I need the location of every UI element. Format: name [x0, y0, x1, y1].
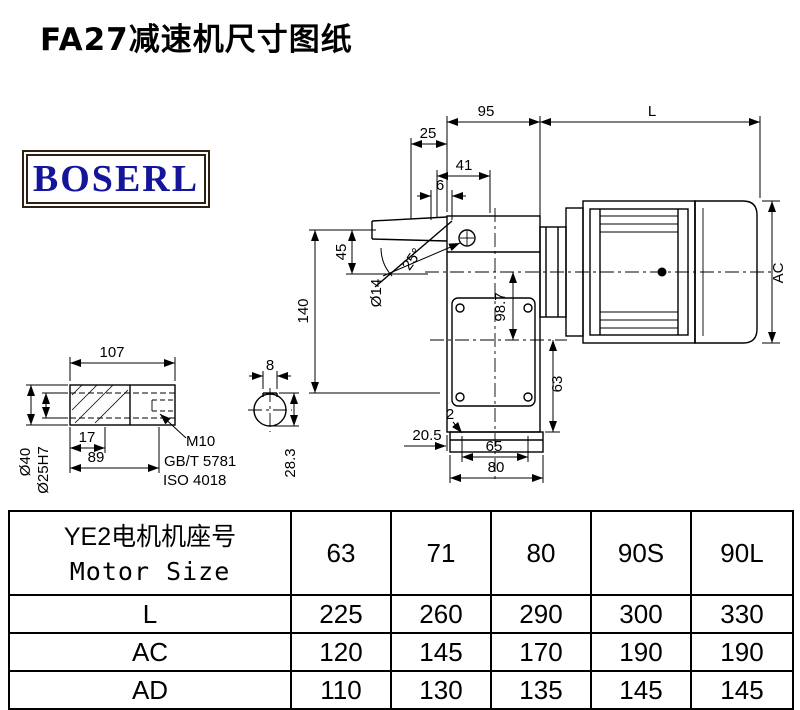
dim-17: 17: [79, 429, 96, 446]
label-gbt5781: GB/T 5781: [164, 453, 236, 470]
table-row-AC: AC 120 145 170 190 190: [8, 632, 794, 672]
dimension-drawing: 95 L 25 41 6 45 140 Ø14 25° 98.7 AC 63 2…: [17, 103, 787, 494]
size-header-cell: 71: [390, 510, 492, 596]
size-header-cell: 90L: [690, 510, 794, 596]
dim-41: 41: [456, 157, 473, 174]
shaft-dimensions: [26, 357, 299, 473]
value-cell: 190: [690, 632, 794, 672]
hollow-shaft-detail-view: [69, 384, 176, 426]
motor-size-header-cell: YE2电机机座号 Motor Size: [8, 510, 292, 596]
value-cell: 260: [390, 594, 492, 634]
dim-98-7: 98.7: [492, 292, 509, 321]
value-cell: 330: [690, 594, 794, 634]
dim-20-5: 20.5: [412, 427, 441, 444]
row-label-cell: AC: [8, 632, 292, 672]
value-cell: 225: [290, 594, 392, 634]
keyway-cross-section-view: [253, 392, 287, 427]
table-header-row: YE2电机机座号 Motor Size 63 71 80 90S 90L: [8, 510, 794, 596]
label-iso4018: ISO 4018: [163, 472, 226, 489]
dim-dia14: Ø14: [368, 279, 385, 307]
value-cell: 130: [390, 670, 492, 710]
dim-89: 89: [88, 449, 105, 466]
value-cell: 135: [490, 670, 592, 710]
dim-45: 45: [333, 244, 350, 261]
gearmotor-side-view: [371, 200, 758, 453]
dim-28-3: 28.3: [282, 448, 299, 477]
size-header-cell: 63: [290, 510, 392, 596]
boserl-logo: BOSERL: [22, 150, 210, 208]
motor-size-header-en: Motor Size: [69, 556, 231, 586]
dim-80: 80: [488, 459, 505, 476]
table-row-AD: AD 110 130 135 145 145: [8, 670, 794, 710]
dim-2: 2: [446, 406, 454, 423]
value-cell: 110: [290, 670, 392, 710]
value-cell: 290: [490, 594, 592, 634]
size-header-cell: 90S: [590, 510, 692, 596]
value-cell: 145: [390, 632, 492, 672]
centerlines: [248, 208, 772, 480]
size-header-cell: 80: [490, 510, 592, 596]
dim-107: 107: [99, 344, 124, 361]
dim-dia25h7: Ø25H7: [35, 446, 52, 494]
dim-L: L: [648, 103, 656, 120]
value-cell: 300: [590, 594, 692, 634]
value-cell: 170: [490, 632, 592, 672]
dim-95: 95: [478, 103, 495, 120]
dim-63: 63: [549, 376, 566, 393]
dim-6: 6: [436, 177, 444, 194]
motor-size-header-cn: YE2电机机座号: [63, 523, 237, 552]
dim-140: 140: [295, 298, 312, 323]
motor-dimension-table: YE2电机机座号 Motor Size 63 71 80 90S 90L L 2…: [8, 510, 794, 710]
dim-25: 25: [420, 125, 437, 142]
dim-65: 65: [486, 438, 503, 455]
page-title: FA27减速机尺寸图纸: [40, 22, 353, 58]
dim-angle-25deg: 25°: [399, 245, 426, 273]
value-cell: 120: [290, 632, 392, 672]
dim-AC: AC: [770, 262, 787, 283]
value-cell: 190: [590, 632, 692, 672]
row-label-cell: L: [8, 594, 292, 634]
value-cell: 145: [590, 670, 692, 710]
value-cell: 145: [690, 670, 794, 710]
logo-text: BOSERL: [32, 158, 200, 200]
row-label-cell: AD: [8, 670, 292, 710]
dim-dia40: Ø40: [17, 448, 34, 476]
dim-8: 8: [266, 357, 274, 374]
table-row-L: L 225 260 290 300 330: [8, 594, 794, 634]
label-m10: M10: [186, 433, 215, 450]
main-dimensions: [309, 116, 780, 483]
